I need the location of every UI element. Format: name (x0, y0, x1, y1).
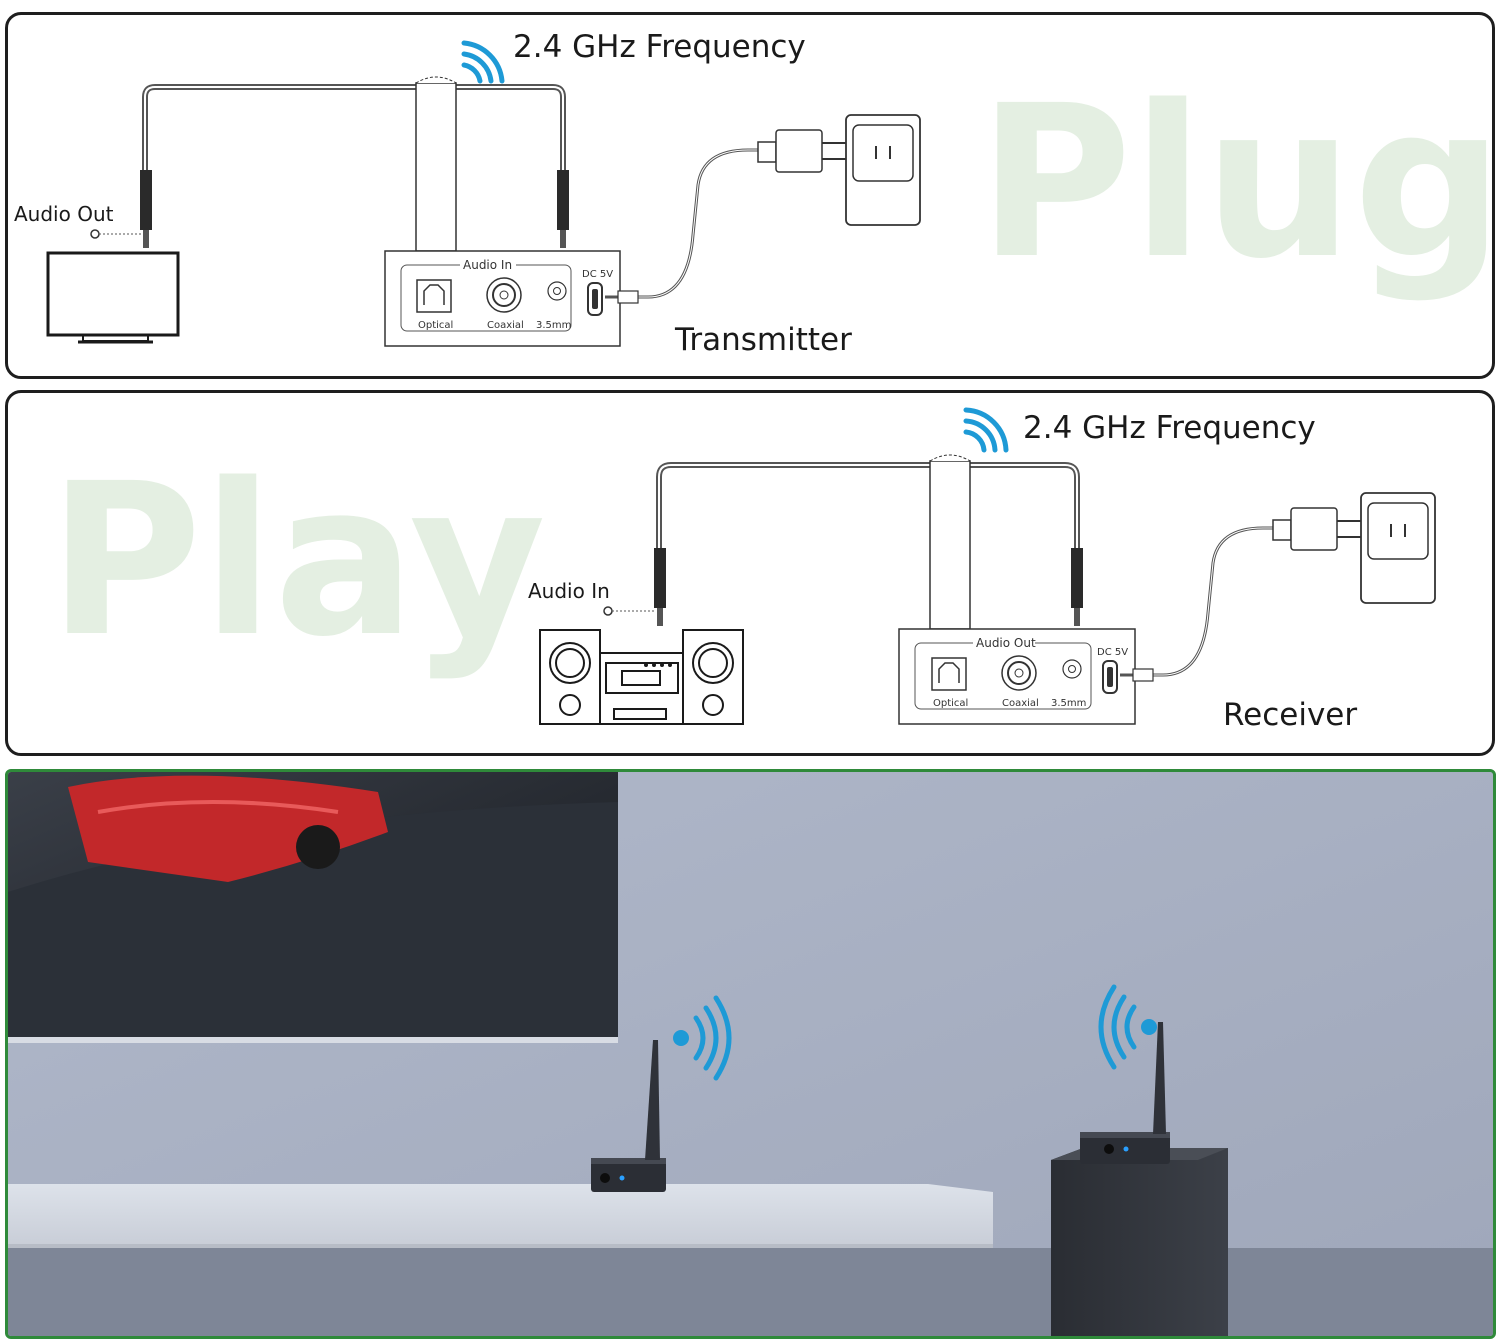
coaxial-port-icon (486, 277, 522, 313)
receiver-diagram: Play 2.4 GHz Frequency Audio In (48, 407, 1436, 733)
transmitter-unit-photo (591, 1040, 666, 1192)
receiver-device: Audio Out Optical Coaxial 3.5mm DC 5V (898, 628, 1136, 725)
receiver-unit-photo (1051, 1022, 1228, 1336)
coaxial-label: Coaxial (487, 320, 524, 331)
aux-label: 3.5mm (536, 320, 571, 331)
wireless-signal-icon (673, 995, 732, 1081)
wireless-signal-icon (1098, 984, 1157, 1070)
transmitter-device: Audio In Optical Coaxial 3.5mm DC 5V (384, 250, 621, 347)
right-jack-plug-icon (1071, 548, 1083, 626)
tv-icon (46, 251, 180, 344)
aux-port-icon (547, 281, 567, 301)
transmitter-diagram: Plug 2.4 GHz Frequency Audio Out (14, 29, 1495, 358)
transmitter-label: Transmitter (674, 322, 852, 358)
optical-port-icon (931, 657, 967, 691)
audio-in-group-label: Audio In (463, 258, 512, 272)
usb-c-port-icon (1102, 660, 1118, 694)
usage-scene-photo (5, 769, 1496, 1339)
optical-label: Optical (418, 320, 453, 331)
frequency-label: 2.4 GHz Frequency (1023, 410, 1316, 446)
audio-out-label: Audio Out (14, 202, 114, 226)
wifi-signal-icon (461, 40, 505, 84)
audio-out-port-icon (90, 229, 100, 239)
wall-outlet-icon (845, 114, 921, 226)
optical-port-icon (416, 279, 452, 313)
audio-in-label: Audio In (528, 579, 610, 603)
receiver-panel: Play 2.4 GHz Frequency Audio In (5, 390, 1495, 756)
receiver-label: Receiver (1223, 697, 1357, 733)
stereo-system-icon (539, 629, 744, 725)
play-watermark: Play (48, 438, 546, 683)
wall-outlet-icon (1360, 492, 1436, 604)
power-cable (605, 148, 768, 299)
coaxial-port-icon (1001, 655, 1037, 691)
plug-watermark: Plug (978, 60, 1495, 305)
wifi-signal-icon (963, 407, 1009, 453)
coaxial-label: Coaxial (1002, 698, 1039, 709)
aux-label: 3.5mm (1051, 698, 1086, 709)
audio-in-port-icon (603, 606, 613, 616)
transmitter-panel: Plug 2.4 GHz Frequency Audio Out (5, 12, 1495, 379)
antenna-icon (415, 76, 457, 252)
power-label: DC 5V (582, 269, 613, 280)
power-label: DC 5V (1097, 647, 1128, 658)
antenna-icon (929, 454, 971, 630)
left-jack-plug-icon (654, 548, 666, 626)
audio-out-group-label: Audio Out (976, 636, 1036, 650)
aux-port-icon (1062, 659, 1082, 679)
optical-label: Optical (933, 698, 968, 709)
usb-c-port-icon (587, 282, 603, 316)
power-adapter-icon (757, 129, 850, 173)
left-jack-plug-icon (140, 170, 152, 248)
power-adapter-icon (1272, 507, 1365, 551)
tv-screen-image (8, 772, 618, 1043)
right-jack-plug-icon (557, 170, 569, 248)
audio-cable (656, 462, 1080, 568)
audio-cable (142, 84, 566, 190)
power-cable (1120, 526, 1283, 677)
frequency-label: 2.4 GHz Frequency (513, 29, 806, 65)
shelf (8, 1184, 1493, 1336)
scene-illustration (8, 772, 1493, 1336)
